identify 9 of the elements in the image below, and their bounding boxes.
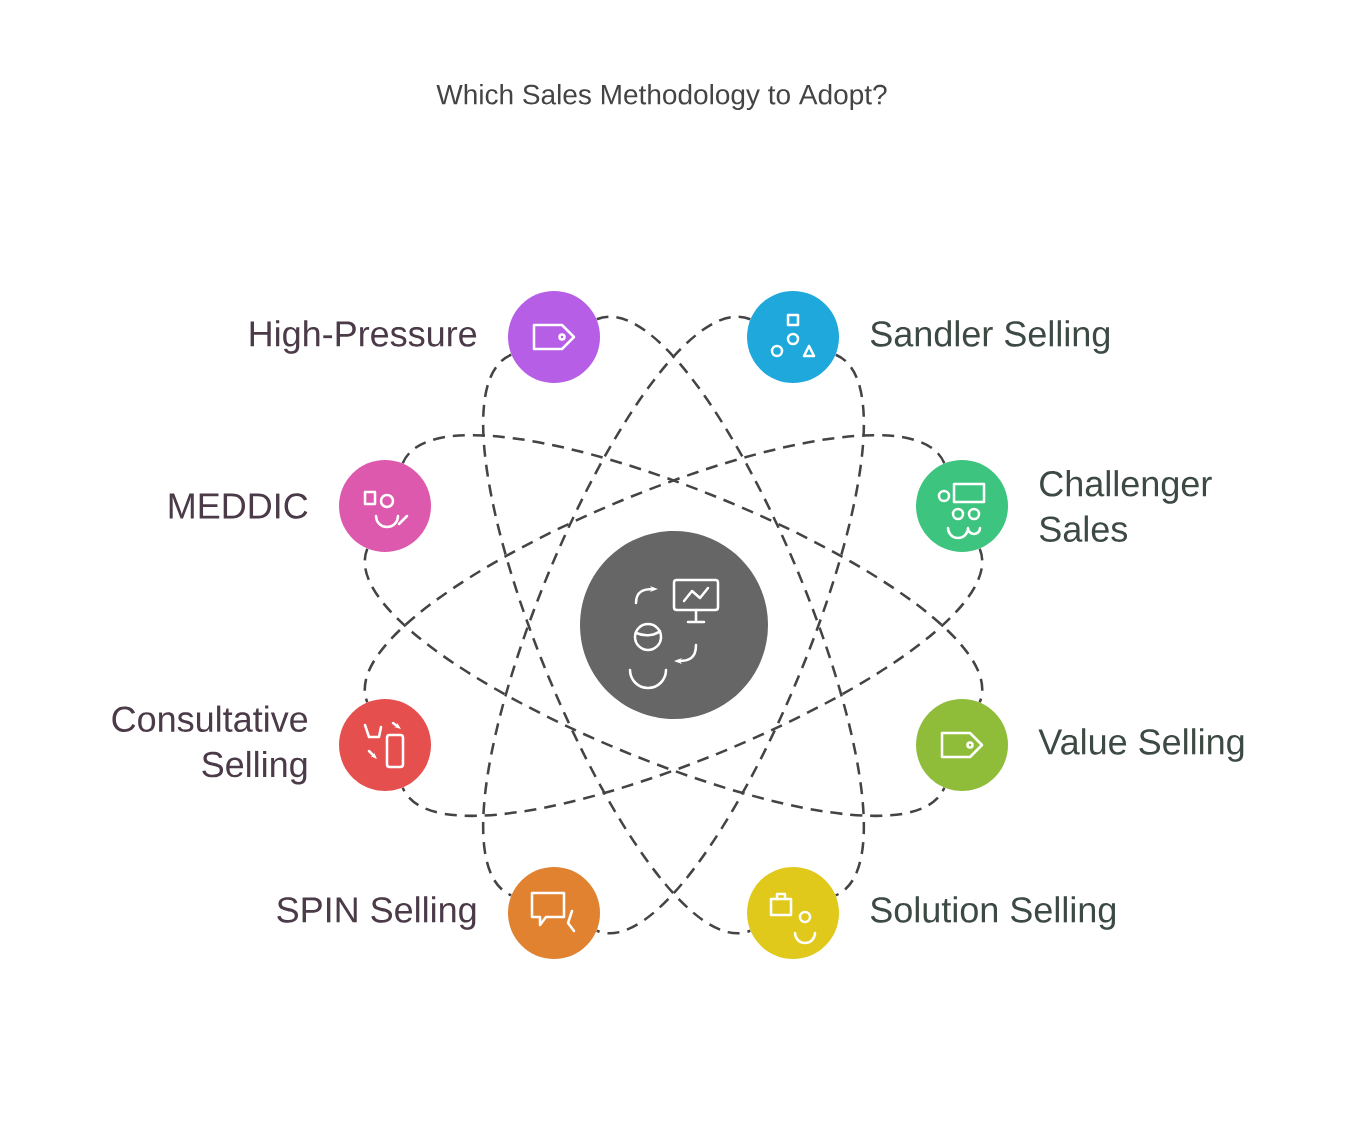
method-label: Sandler Selling [870,320,1110,354]
method-label: Solution Selling [870,896,1116,930]
method-label: Value Selling [1038,728,1244,762]
method-label: MEDDIC [169,493,308,519]
method-label: Consultative Selling [112,705,308,785]
method-label: Challenger Sales [1039,470,1212,542]
method-label: SPIN Selling [277,896,476,930]
title: Which Sales Methodology to Adopt? [436,83,887,111]
method-label: High-Pressure [250,320,477,354]
